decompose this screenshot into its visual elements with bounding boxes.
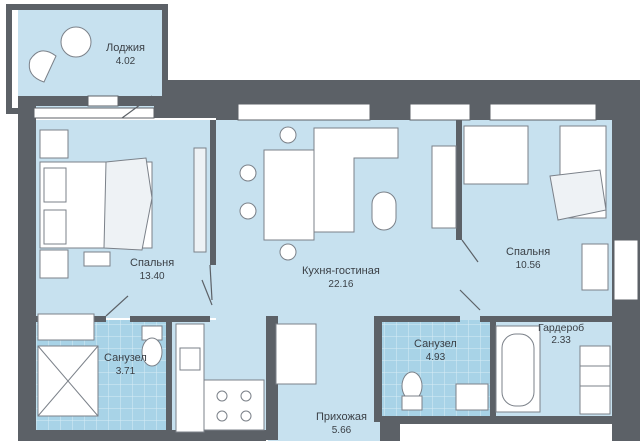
room-area: 2.33 xyxy=(551,335,571,347)
room-label-bedroom-right: Спальня 10.56 xyxy=(506,246,550,272)
furniture xyxy=(28,26,611,433)
room-area: 4.02 xyxy=(115,55,136,67)
windows xyxy=(33,95,639,301)
room-label-hallway: Прихожая 5.66 xyxy=(316,411,367,437)
room-label-bathroom-left: Санузел 3.71 xyxy=(104,352,147,378)
doors xyxy=(105,95,481,317)
room-name: Прихожая xyxy=(316,411,367,423)
room-name: Кухня-гостиная xyxy=(302,265,380,277)
room-label-bathroom-right: Санузел 4.93 xyxy=(414,338,457,364)
room-area: 3.71 xyxy=(115,365,136,377)
room-area: 22.16 xyxy=(328,278,354,290)
room-name: Санузел xyxy=(104,352,147,364)
room-label-bedroom-left: Спальня 13.40 xyxy=(130,257,174,283)
room-label-wardrobe: Гардероб 2.33 xyxy=(538,322,584,348)
room-area: 10.56 xyxy=(515,259,541,271)
room-area: 4.93 xyxy=(425,351,446,363)
room-area: 5.66 xyxy=(331,424,352,436)
room-label-kitchen-living: Кухня-гостиная 22.16 xyxy=(302,265,380,291)
room-label-loggia: Лоджия 4.02 xyxy=(106,42,145,68)
room-name: Санузел xyxy=(414,338,457,350)
room-name: Спальня xyxy=(506,246,551,258)
room-name: Лоджия xyxy=(106,42,145,54)
room-area: 13.40 xyxy=(139,270,165,282)
walls xyxy=(6,4,640,441)
room-name: Спальня xyxy=(130,257,175,269)
room-name: Гардероб xyxy=(538,322,585,334)
